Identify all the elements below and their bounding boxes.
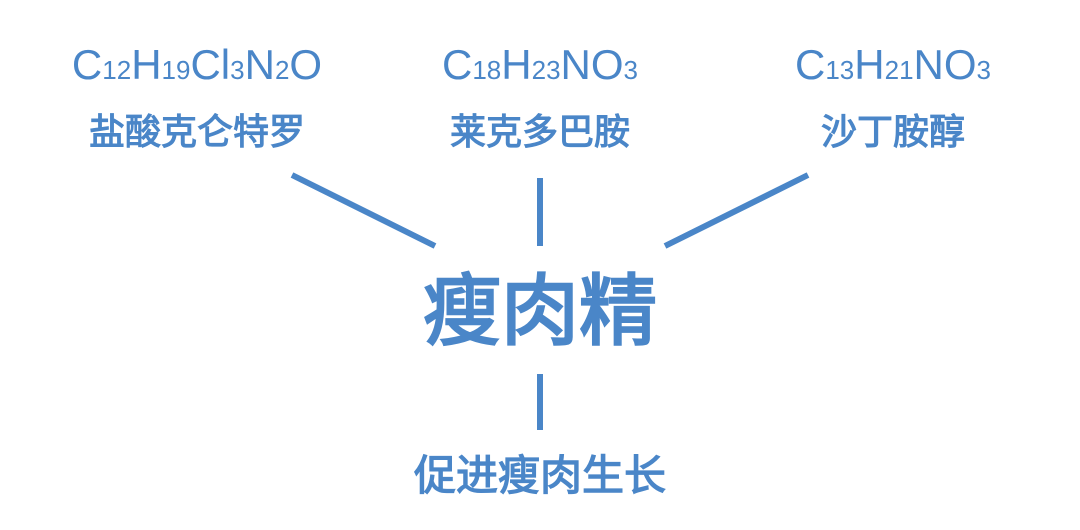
- formula-element: NO: [560, 41, 624, 88]
- formula-element: C: [795, 41, 826, 88]
- formula-subscript: 18: [472, 55, 502, 85]
- formula-element: Cl: [190, 41, 231, 88]
- formula-element: C: [71, 41, 103, 88]
- formula-subscript: 13: [825, 55, 855, 85]
- formula-clenbuterol: C12H19Cl3N2O: [17, 40, 377, 95]
- compound-name-ractopamine: 莱克多巴胺: [449, 112, 630, 153]
- formula-element: H: [131, 41, 162, 88]
- formula-subscript: 3: [230, 55, 245, 85]
- formula-subscript: 21: [884, 55, 914, 85]
- formula-subscript: 19: [161, 55, 191, 85]
- formula-element: C: [442, 41, 473, 88]
- center-title: 瘦肉精: [422, 267, 657, 357]
- formula-subscript: 3: [623, 55, 638, 85]
- formula-subscript: 2: [274, 55, 290, 85]
- compound-name-clenbuterol: 盐酸克仑特罗: [88, 112, 305, 153]
- formula-element: H: [854, 41, 885, 88]
- formula-element: H: [501, 41, 532, 88]
- compound-name-salbutamol: 沙丁胺醇: [820, 112, 965, 153]
- effect-label: 促进瘦肉生长: [413, 451, 666, 500]
- formula-subscript: 12: [102, 55, 132, 85]
- formula-salbutamol: C13H21NO3: [713, 40, 1073, 95]
- connector-line-right: [663, 172, 810, 249]
- formula-subscript: 3: [976, 55, 991, 85]
- formula-subscript: 23: [531, 55, 561, 85]
- connector-line-left: [290, 172, 437, 249]
- formula-ractopamine: C18H23NO3: [360, 40, 720, 95]
- formula-element: N: [244, 41, 275, 88]
- formula-element: NO: [913, 41, 977, 88]
- formula-element: O: [289, 41, 323, 88]
